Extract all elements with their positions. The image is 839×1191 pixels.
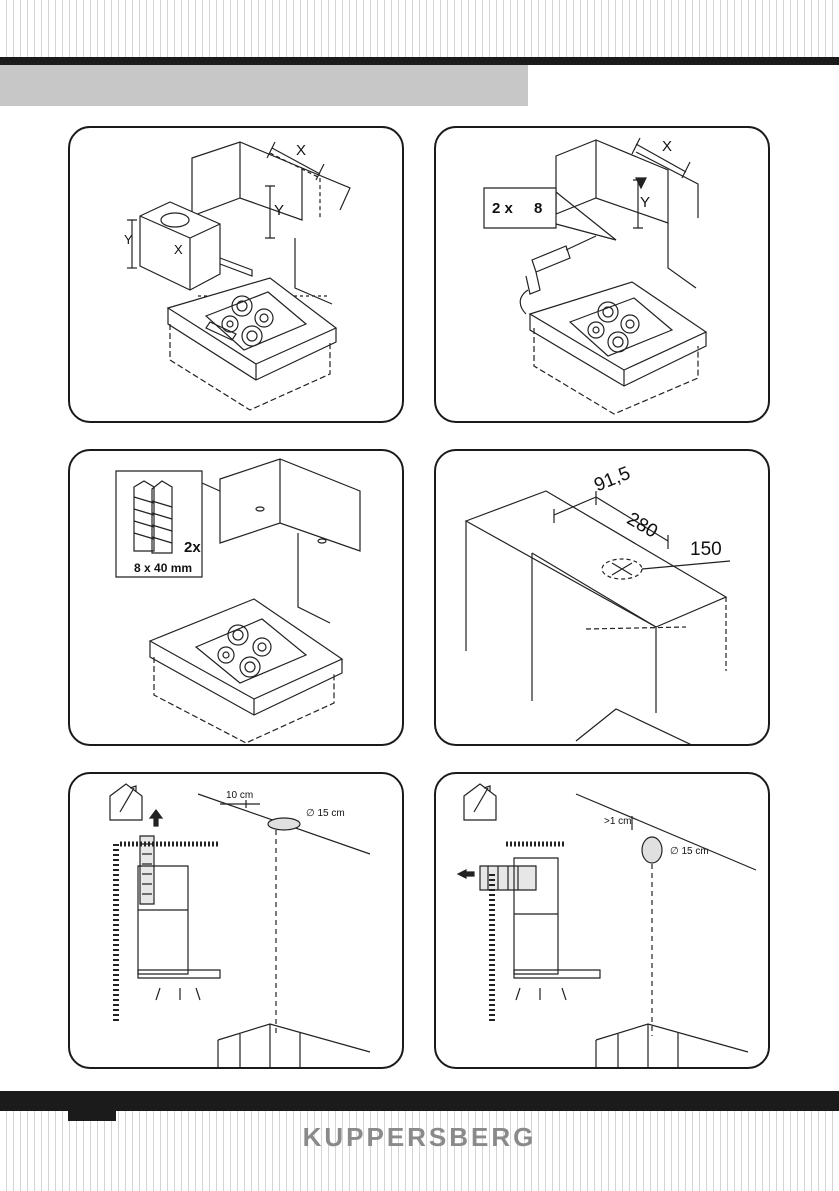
footer-tab bbox=[68, 1111, 116, 1121]
vertical-exhaust-illustration bbox=[109, 783, 371, 1067]
dim-x-label: X bbox=[296, 142, 307, 159]
drill-size-label: 8 bbox=[534, 200, 543, 217]
footer-bar bbox=[0, 1091, 839, 1111]
header-bar bbox=[0, 57, 839, 65]
panel-cutout-dimensions: 91,5 280 150 bbox=[434, 449, 770, 746]
offset-label: 10 cm bbox=[226, 790, 254, 801]
cutout-dimensions-illustration bbox=[464, 490, 731, 744]
header-stripes bbox=[0, 0, 839, 57]
dim-150-label: 150 bbox=[690, 539, 722, 560]
horizontal-exhaust-illustration bbox=[456, 783, 757, 1067]
diameter-label: ∅ 15 cm bbox=[670, 846, 709, 857]
panel-vertical-exhaust: 10 cm ∅ 15 cm bbox=[68, 772, 404, 1069]
panel-hood-measure: X Y X Y bbox=[68, 126, 404, 423]
diameter-label: ∅ 15 cm bbox=[306, 808, 345, 819]
dim-x2-label: X bbox=[174, 242, 183, 257]
dim-y-label: Y bbox=[640, 194, 651, 211]
hood-measure-illustration bbox=[127, 141, 351, 411]
wall-plugs-illustration bbox=[115, 458, 361, 744]
dim-y-label: Y bbox=[274, 202, 285, 219]
dim-y2-label: Y bbox=[124, 232, 133, 247]
dim-x-label: X bbox=[662, 138, 673, 155]
brand-logo-text: KUPPERSBERG bbox=[302, 1122, 537, 1152]
plug-qty-label: 2x bbox=[184, 539, 201, 556]
offset-label: >1 cm bbox=[604, 816, 632, 827]
drill-qty-label: 2 x bbox=[492, 200, 513, 217]
footer-stripes bbox=[0, 1111, 839, 1191]
panel-wall-plugs: 2x 8 x 40 mm bbox=[68, 449, 404, 746]
section-title-band bbox=[0, 65, 528, 106]
drill-holes-illustration bbox=[483, 137, 708, 415]
panel-drill-holes: 2 x 8 X Y bbox=[434, 126, 770, 423]
plug-size-label: 8 x 40 mm bbox=[134, 561, 193, 575]
panel-horizontal-exhaust: >1 cm ∅ 15 cm bbox=[434, 772, 770, 1069]
